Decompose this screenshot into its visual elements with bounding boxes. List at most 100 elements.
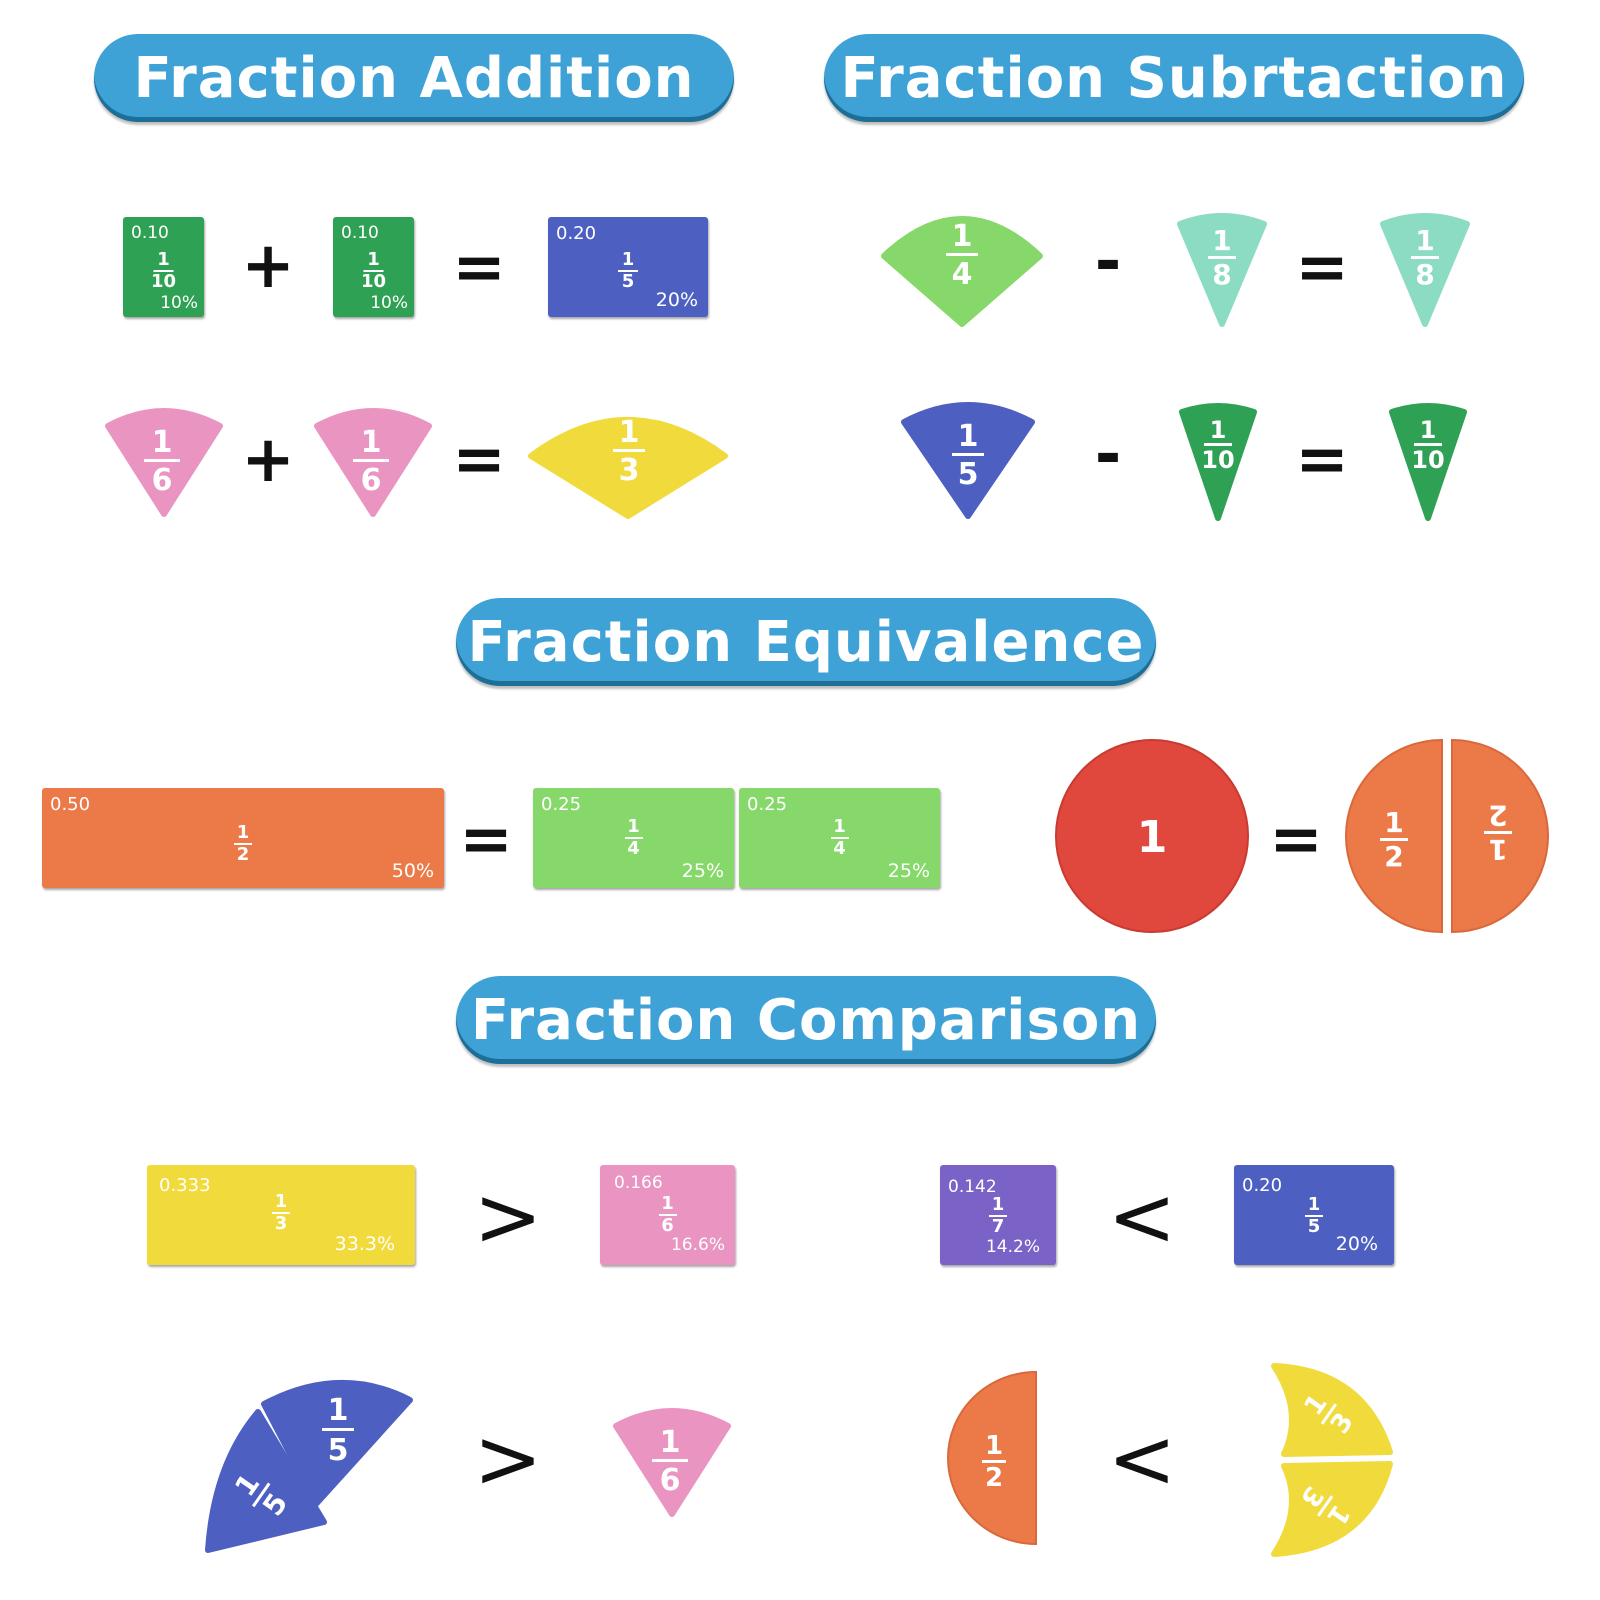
tile-decimal: 0.50	[50, 794, 91, 815]
svg-text:1: 1	[1212, 224, 1231, 257]
tile-decimal: 0.166	[614, 1173, 663, 1193]
tile-decimal: 0.20	[556, 223, 597, 244]
tile-percent: 20%	[655, 289, 698, 311]
plus-sign: +	[241, 229, 295, 303]
svg-text:4: 4	[952, 257, 973, 292]
plus-sign: +	[241, 423, 295, 497]
tile-percent: 33.3%	[334, 1233, 395, 1255]
tile-decimal: 0.25	[541, 794, 582, 815]
teal-eighth-wedge: 1 8	[1380, 213, 1470, 327]
svg-text:1: 1	[952, 219, 973, 254]
greater-than-sign: >	[473, 1170, 543, 1265]
svg-text:5: 5	[958, 457, 979, 492]
svg-text:6: 6	[660, 1463, 681, 1498]
teal-eighth-wedge: 1 8	[1177, 213, 1267, 327]
orange-half-circle: 1 2	[947, 1370, 1037, 1546]
svg-text:2: 2	[985, 1463, 1003, 1493]
svg-text:1: 1	[958, 419, 979, 454]
svg-text:1: 1	[328, 1393, 349, 1428]
tile-percent: 10%	[370, 293, 408, 313]
tile-decimal: 0.10	[131, 223, 169, 243]
svg-text:1: 1	[1420, 416, 1437, 444]
two-yellow-third-wedges: 1 3 1 3	[1271, 1363, 1393, 1557]
svg-text:6: 6	[152, 463, 173, 498]
equals-sign: =	[452, 423, 506, 497]
svg-text:1: 1	[361, 425, 382, 460]
minus-sign: -	[1094, 225, 1122, 299]
yellow-third-wedge: 1 3	[528, 415, 728, 519]
light-green-quarter-wedge: 1 4	[881, 216, 1043, 327]
svg-text:1: 1	[1415, 224, 1434, 257]
svg-text:1: 1	[660, 1425, 681, 1460]
tile-percent: 14.2%	[985, 1237, 1040, 1257]
svg-text:1: 1	[1488, 833, 1507, 866]
banner-fraction-equivalence: Fraction Equivalence	[456, 598, 1156, 686]
tile-decimal: 0.25	[747, 794, 788, 815]
svg-text:3: 3	[619, 453, 640, 488]
equals-sign: =	[1295, 423, 1349, 497]
blue-fifth-wedge: 1 5	[901, 402, 1035, 519]
less-than-sign: <	[1107, 1412, 1177, 1507]
svg-text:1: 1	[985, 1431, 1003, 1461]
tile-percent: 25%	[681, 860, 724, 882]
banner-fraction-subtraction: Fraction Subrtaction	[824, 34, 1524, 122]
tile-decimal: 0.333	[159, 1175, 211, 1196]
svg-text:1: 1	[619, 415, 640, 450]
red-whole-circle: 1	[1055, 739, 1249, 933]
tile-percent: 50%	[391, 860, 434, 882]
tile-decimal: 0.20	[1242, 1175, 1283, 1196]
svg-text:1: 1	[152, 425, 173, 460]
svg-text:2: 2	[1384, 840, 1403, 873]
svg-text:8: 8	[1212, 258, 1231, 291]
banner-fraction-addition: Fraction Addition	[94, 34, 734, 122]
tile-percent: 10%	[160, 293, 198, 313]
less-than-sign: <	[1107, 1170, 1177, 1265]
equals-sign: =	[1269, 803, 1323, 877]
tile-percent: 20%	[1335, 1233, 1378, 1255]
equals-sign: =	[459, 803, 513, 877]
minus-sign: -	[1094, 418, 1122, 492]
tile-decimal: 0.10	[341, 223, 379, 243]
svg-text:10: 10	[1201, 446, 1234, 474]
tile-percent: 25%	[887, 860, 930, 882]
greater-than-sign: >	[473, 1412, 543, 1507]
green-tenth-wedge: 1 10	[1179, 403, 1257, 521]
banner-fraction-comparison: Fraction Comparison	[456, 976, 1156, 1064]
green-tenth-wedge: 1 10	[1389, 403, 1467, 521]
svg-text:1: 1	[1210, 416, 1227, 444]
pink-sixth-wedge: 1 6	[105, 408, 223, 517]
pink-sixth-wedge: 1 6	[314, 408, 432, 517]
svg-text:1: 1	[1137, 812, 1168, 863]
svg-text:2: 2	[1488, 799, 1507, 832]
svg-text:1: 1	[1384, 806, 1403, 839]
equals-sign: =	[452, 231, 506, 305]
pink-sixth-wedge: 1 6	[613, 1408, 731, 1517]
svg-text:5: 5	[328, 1433, 349, 1468]
svg-text:10: 10	[1411, 446, 1444, 474]
equals-sign: =	[1295, 231, 1349, 305]
two-blue-fifth-wedges: 1 5 1 5	[205, 1379, 413, 1553]
svg-text:8: 8	[1415, 258, 1434, 291]
orange-half-circle-pair: 1 2 1 2	[1345, 738, 1549, 934]
tile-decimal: 0.142	[948, 1177, 997, 1197]
